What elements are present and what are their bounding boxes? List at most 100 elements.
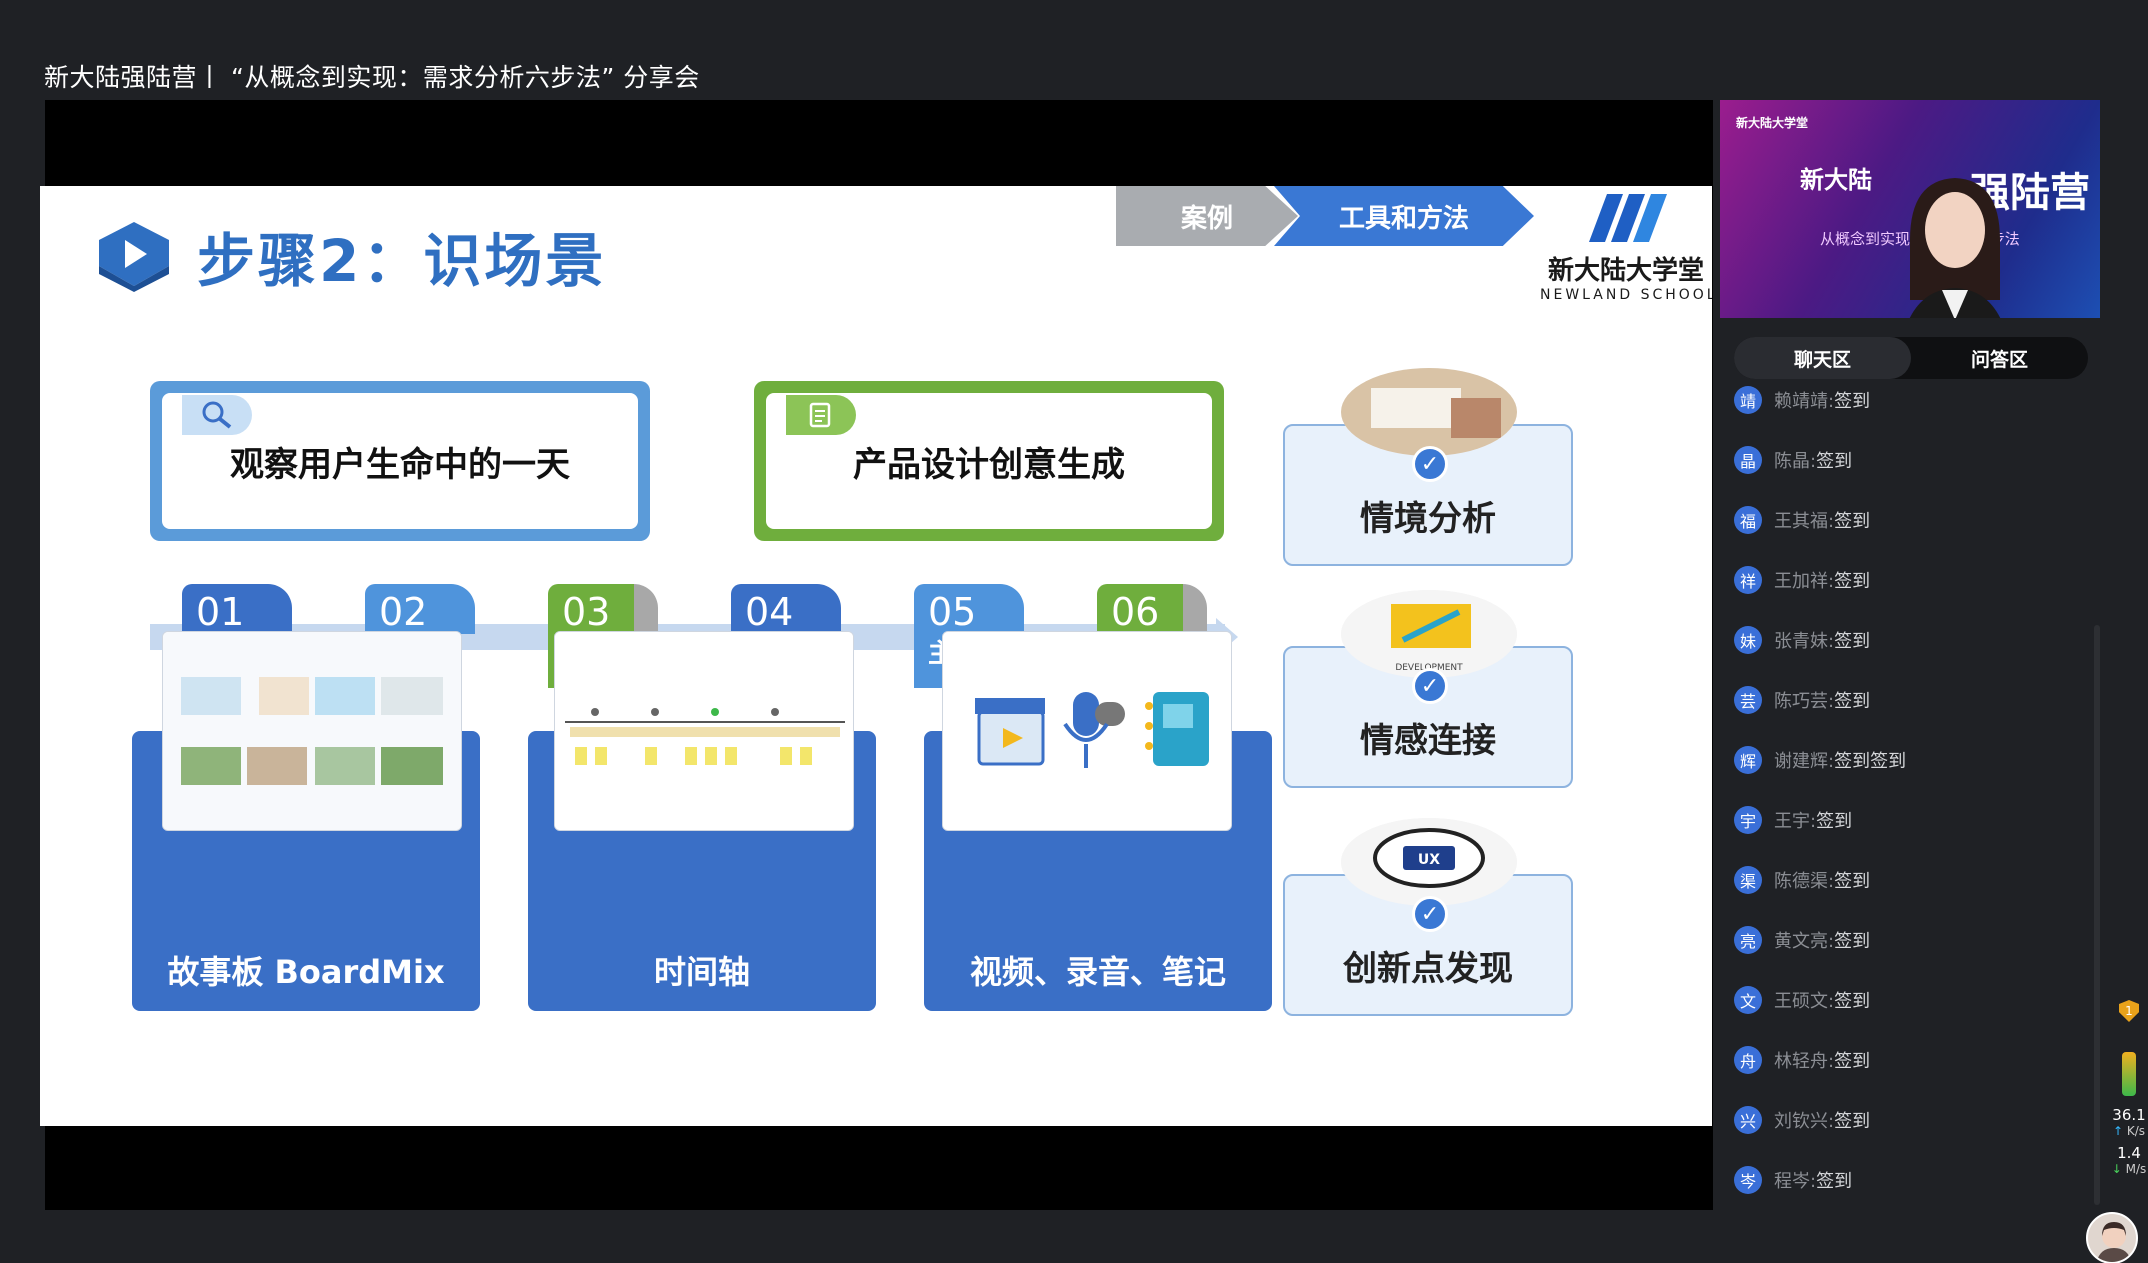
chat-message: 文 王硕文: 签到 (1734, 980, 1870, 1020)
outcome-label: 情境分析 (1360, 499, 1496, 539)
step-number: 01 (196, 590, 245, 634)
chat-message: 芸 陈巧芸: 签到 (1734, 680, 1870, 720)
chat-scrollbar[interactable] (2094, 625, 2100, 1205)
sender-name: 黄文亮: (1774, 931, 1835, 952)
shield-icon[interactable]: 1 (2119, 1000, 2139, 1022)
user-avatar: 晶 (1734, 446, 1762, 474)
user-avatar: 文 (1734, 986, 1762, 1014)
slide-title: 步骤2：识场景 (197, 227, 607, 295)
message-text: 签到 (1816, 1171, 1853, 1192)
step-number: 06 (1111, 590, 1160, 634)
brand-name-en: NEWLAND SCHOOL (1540, 287, 1712, 303)
topic-box-observe: 观察用户生命中的一天 (150, 381, 650, 541)
user-avatar: 福 (1734, 506, 1762, 534)
tab-qa[interactable]: 问答区 (1970, 348, 2028, 371)
chat-message: 舟 林轻舟: 签到 (1734, 1040, 1870, 1080)
user-avatar: 芸 (1734, 686, 1762, 714)
upload-unit: K/s (2126, 1124, 2146, 1138)
chat-message-list[interactable]: 靖 赖靖靖: 签到 晶 陈晶: 签到 福 王其福: 签到 祥 王加祥: 签到 妹… (1720, 385, 2092, 1205)
step-number: 02 (379, 590, 428, 634)
user-avatar: 岑 (1734, 1166, 1762, 1194)
tool-card-media: 视频、录音、笔记 (924, 631, 1272, 1011)
breadcrumb-case: 案例 (1116, 186, 1298, 246)
sender-name: 王硕文: (1774, 991, 1835, 1012)
slide-header: 步骤2：识场景 (95, 214, 606, 298)
sender-name: 谢建辉: (1774, 751, 1835, 772)
tab-chat[interactable]: 聊天区 (1734, 337, 1911, 379)
sender-name: 陈巧芸: (1774, 691, 1835, 712)
tool-card-storyboard: 故事板 BoardMix (132, 631, 480, 1011)
presenter-avatar (1909, 178, 2001, 318)
check-icon: ✓ (1412, 446, 1448, 482)
newland-logo-icon (1589, 194, 1667, 242)
chat-message: 祥 王加祥: 签到 (1734, 560, 1870, 600)
message-text: 签到 (1834, 931, 1871, 952)
message-text: 签到 (1816, 811, 1853, 832)
upload-speed: 36.1 (2112, 1106, 2146, 1124)
user-avatar: 辉 (1734, 746, 1762, 774)
download-speed: 1.4 (2117, 1144, 2141, 1162)
sender-name: 王宇: (1774, 811, 1817, 832)
ux-illustration: UX (1341, 818, 1517, 906)
ux-badge: UX (1418, 852, 1440, 868)
chat-message: 靖 赖靖靖: 签到 (1734, 385, 1870, 420)
user-avatar: 舟 (1734, 1046, 1762, 1074)
outcome-innovation: UX ✓ 创新点发现 (1283, 818, 1573, 1016)
sender-name: 林轻舟: (1774, 1051, 1835, 1072)
message-text: 签到 (1816, 451, 1853, 472)
message-text: 签到 (1834, 571, 1871, 592)
check-icon: ✓ (1412, 668, 1448, 704)
clapperboard-icon (975, 698, 1045, 766)
message-text: 签到 (1834, 691, 1871, 712)
presentation-slide: 步骤2：识场景 案例 工具和方法 新大陆大学堂 NEWLAND SCHOOL 观… (40, 186, 1712, 1126)
message-text: 签到 (1834, 1111, 1871, 1132)
chat-message: 亮 黄文亮: 签到 (1734, 920, 1870, 960)
chat-message: 兴 刘钦兴: 签到 (1734, 1100, 1870, 1140)
magnifier-icon (182, 395, 252, 435)
camera-logo: 新大陆大学堂 (1736, 116, 1809, 130)
storyboard-image (162, 631, 462, 831)
step-number: 03 (562, 590, 611, 634)
breadcrumb-tools: 工具和方法 (1274, 186, 1534, 246)
play-book-icon (99, 222, 169, 292)
microphone-icon (1063, 692, 1125, 768)
chat-message: 晶 陈晶: 签到 (1734, 440, 1852, 480)
workshop-photo (1341, 368, 1517, 456)
message-text: 签到 (1834, 1051, 1871, 1072)
newland-school-logo: 新大陆大学堂 NEWLAND SCHOOL (1540, 190, 1712, 303)
outcome-label: 创新点发现 (1343, 949, 1513, 989)
sender-name: 张青妹: (1774, 631, 1835, 652)
message-text: 签到 (1834, 871, 1871, 892)
timeline-image (554, 631, 854, 831)
download-unit: M/s (2125, 1162, 2147, 1176)
media-image (942, 631, 1232, 831)
tool-media-label: 视频、录音、笔记 (969, 953, 1226, 991)
presenter-video[interactable]: 新大陆大学堂 新大陆 强陆营 从概念到实现 需求分析六步法 (1720, 100, 2100, 318)
message-text: 签到 (1834, 631, 1871, 652)
user-avatar: 妹 (1734, 626, 1762, 654)
user-avatar: 靖 (1734, 386, 1762, 414)
chat-message: 妹 张青妹: 签到 (1734, 620, 1870, 660)
chat-message: 渠 陈德渠: 签到 (1734, 860, 1870, 900)
meeting-title: 新大陆强陆营丨 “从概念到实现：需求分析六步法” 分享会 (44, 63, 700, 92)
sender-name: 刘钦兴: (1774, 1111, 1835, 1132)
user-profile-avatar[interactable] (2086, 1212, 2138, 1263)
camera-banner-line1: 新大陆 (1800, 166, 1872, 194)
step-number: 05 (928, 590, 977, 634)
brand-name-cn: 新大陆大学堂 (1547, 256, 1704, 286)
message-text: 签到 (1834, 391, 1871, 412)
user-avatar: 祥 (1734, 566, 1762, 594)
chat-message: 福 王其福: 签到 (1734, 500, 1870, 540)
message-text: 签到签到 (1834, 751, 1907, 772)
chat-message: 辉 谢建辉: 签到签到 (1734, 740, 1906, 780)
user-avatar: 亮 (1734, 926, 1762, 954)
breadcrumb: 案例 工具和方法 (1116, 186, 1534, 246)
outcome-label: 情感连接 (1360, 721, 1496, 761)
outcome-situation: ✓ 情境分析 (1283, 368, 1573, 566)
chat-message: 宇 王宇: 签到 (1734, 800, 1852, 840)
download-arrow-icon: ↓ (2111, 1162, 2122, 1176)
outcome-emotion: DEVELOPMENT ✓ 情感连接 (1283, 590, 1573, 788)
sender-name: 陈晶: (1774, 451, 1817, 472)
tool-timeline-label: 时间轴 (653, 953, 750, 991)
